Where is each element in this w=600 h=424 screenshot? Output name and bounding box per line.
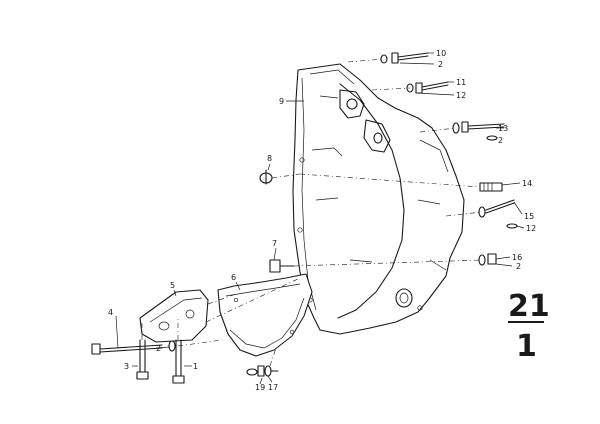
callout-4: 4 <box>108 308 113 317</box>
callout-7: 7 <box>272 239 277 248</box>
callout-12-top: 12 <box>456 91 466 100</box>
dust-cover <box>217 273 313 357</box>
bolt-3 <box>136 339 149 380</box>
reference-bottom: 1 <box>516 329 537 364</box>
callout-10: 10 <box>436 49 446 58</box>
callout-13: 13 <box>498 124 508 133</box>
reference-top: 21 <box>508 289 550 324</box>
callout-2-bracket: 2 <box>156 344 161 353</box>
washer-2-bracket <box>168 340 176 352</box>
bolt-10 <box>380 52 429 64</box>
callout-9: 9 <box>279 97 284 106</box>
callout-11: 11 <box>456 78 466 87</box>
callout-3: 3 <box>124 362 129 371</box>
callout-15: 15 <box>524 212 534 221</box>
callout-2-low: 2 <box>516 262 521 271</box>
stud-14 <box>479 182 503 192</box>
callout-17: 17 <box>268 383 278 392</box>
bolt-11 <box>406 81 449 94</box>
plug-7 <box>269 259 295 273</box>
screw-19-washer-17 <box>246 365 279 377</box>
callout-1: 1 <box>193 362 198 371</box>
bolt-13 <box>452 121 505 141</box>
callout-14: 14 <box>522 179 532 188</box>
alignment-lines <box>141 58 483 367</box>
leader-lines <box>115 52 525 385</box>
callout-8: 8 <box>267 154 272 163</box>
bolt-1 <box>172 339 185 384</box>
bolt-long-4 <box>91 343 163 355</box>
bolt-15 <box>478 199 518 229</box>
bell-housing <box>292 63 465 335</box>
fitting-8 <box>259 169 273 185</box>
group-reference: 21 1 <box>508 289 550 364</box>
callout-16: 16 <box>512 253 522 262</box>
callout-2-mid: 2 <box>498 136 503 145</box>
mounting-bracket <box>139 289 209 343</box>
callout-19: 19 <box>255 383 265 392</box>
callout-6: 6 <box>231 273 236 282</box>
callout-12-low: 12 <box>526 224 536 233</box>
callout-5: 5 <box>170 281 175 290</box>
callout-labels: 10 2 11 12 9 13 2 8 14 15 12 7 16 2 6 5 … <box>108 49 536 392</box>
nut-16 <box>478 253 497 266</box>
callout-2-top: 2 <box>438 60 443 69</box>
